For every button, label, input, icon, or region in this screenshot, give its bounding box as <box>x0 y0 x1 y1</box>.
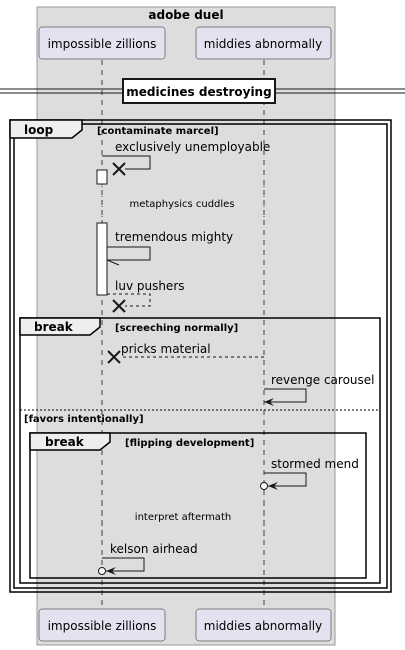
delay-label: metaphysics cuddles <box>129 199 234 210</box>
delay-interpret-aftermath: interpret aftermath <box>101 500 265 540</box>
participant-label: impossible zillions <box>48 37 157 51</box>
circle-endpoint-icon <box>260 482 268 490</box>
message-revenge-carousel: revenge carousel <box>264 373 375 406</box>
message-label: revenge carousel <box>271 373 375 387</box>
box-title: adobe duel <box>148 8 223 22</box>
break-guard: [screeching normally] <box>115 323 238 334</box>
break-keyword: break <box>45 435 85 449</box>
message-label: luv pushers <box>115 279 185 293</box>
participant-middies-abnormally-top[interactable]: middies abnormally <box>195 26 332 60</box>
activation-bar <box>96 169 108 185</box>
message-pricks-material: pricks material <box>107 342 264 364</box>
break-fragment-inner: break [flipping development] <box>29 432 367 579</box>
message-label: stormed mend <box>271 457 359 471</box>
destroy-x-icon <box>112 162 126 176</box>
separator-label: medicines destroying <box>126 85 271 99</box>
participant-label: middies abnormally <box>204 619 323 633</box>
message-label: kelson airhead <box>110 542 198 556</box>
activation-bar <box>96 222 108 296</box>
half-arrow-head <box>106 259 120 266</box>
message-label: tremendous mighty <box>115 230 233 244</box>
participant-impossible-zillions-top[interactable]: impossible zillions <box>38 26 166 60</box>
participant-impossible-zillions-bottom[interactable]: impossible zillions <box>38 608 166 642</box>
separator-medicines-destroying: medicines destroying <box>0 78 405 104</box>
delay-metaphysics-cuddles: metaphysics cuddles <box>101 186 265 221</box>
message-label: exclusively unemployable <box>115 140 270 154</box>
message-kelson-airhead: kelson airhead <box>98 542 198 575</box>
break-guard: [flipping development] <box>125 438 254 449</box>
break-keyword: break <box>34 320 74 334</box>
else-guard: [favors intentionally] <box>24 414 144 425</box>
loop-keyword: loop <box>24 123 54 137</box>
loop-fragment: loop [contaminate marcel] <box>9 119 392 593</box>
destroy-x-icon <box>107 350 121 364</box>
message-stormed-mend: stormed mend <box>260 457 359 490</box>
message-exclusively-unemployable: exclusively unemployable <box>102 140 270 176</box>
delay-label: interpret aftermath <box>135 512 231 523</box>
message-tremendous-mighty: tremendous mighty <box>106 230 233 266</box>
participant-label: impossible zillions <box>48 619 157 633</box>
loop-guard: [contaminate marcel] <box>97 126 219 137</box>
break-fragment-outer: break [screeching normally] [favors inte… <box>19 317 381 584</box>
destroy-x-icon <box>112 299 126 313</box>
message-label: pricks material <box>121 342 211 356</box>
participant-middies-abnormally-bottom[interactable]: middies abnormally <box>195 608 332 642</box>
message-luv-pushers: luv pushers <box>107 279 185 313</box>
participant-label: middies abnormally <box>204 37 323 51</box>
circle-endpoint-icon <box>98 567 106 575</box>
